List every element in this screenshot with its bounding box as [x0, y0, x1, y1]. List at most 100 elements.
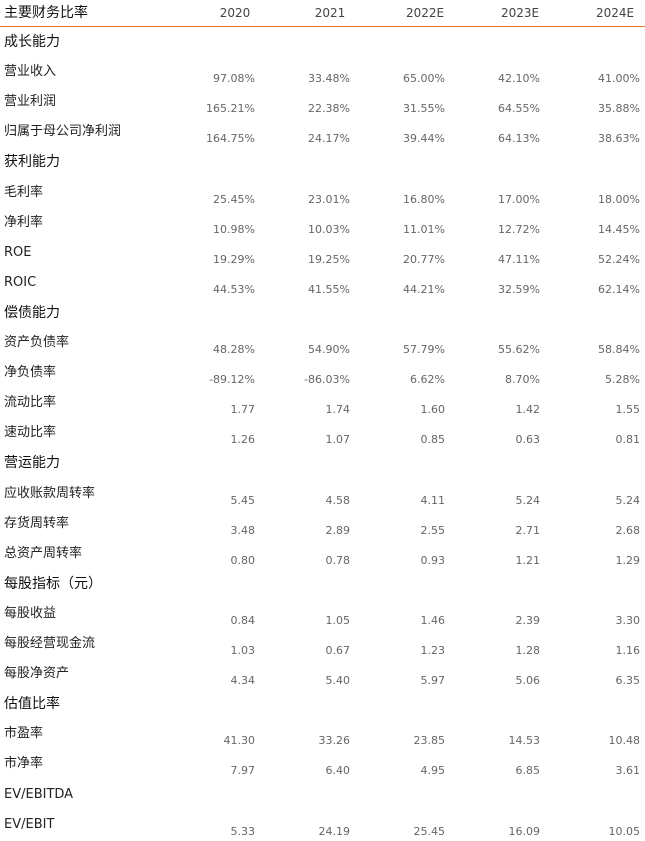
table-cell: 32.59%	[498, 282, 540, 296]
table-cell: 20.77%	[403, 252, 445, 266]
table-cell: 41.55%	[308, 282, 350, 296]
table-cell: 17.00%	[498, 192, 540, 206]
table-cell: 35.88%	[598, 102, 640, 116]
year-header-2020: 2020	[219, 6, 251, 20]
row-label: 总资产周转率	[4, 545, 83, 561]
row-label: ROIC	[4, 274, 37, 290]
table-cell: 1.55	[615, 403, 641, 417]
row-label: ROE	[4, 244, 32, 260]
table-cell: 0.81	[615, 433, 641, 447]
table-cell: 44.53%	[213, 282, 255, 296]
table-cell: 4.11	[420, 493, 446, 507]
table-cell: 5.33	[230, 824, 256, 838]
table-cell: 33.26	[318, 734, 351, 748]
table-cell: 55.62%	[498, 343, 540, 356]
section-label: 估值比率	[4, 696, 60, 713]
year-header-2024e: 2024E	[595, 6, 635, 20]
row-label: 市盈率	[4, 726, 44, 742]
table-cell: 3.48	[230, 523, 256, 537]
table-cell: 5.97	[420, 674, 446, 688]
row-label: 速动比率	[4, 425, 57, 441]
row-label: 资产负债率	[4, 335, 70, 350]
table-cell: 0.63	[515, 433, 541, 447]
row-label: 营业利润	[4, 94, 57, 110]
table-cell: 39.44%	[403, 132, 445, 146]
year-header-2023e: 2023E	[500, 6, 540, 20]
table-cell: 10.05	[608, 824, 641, 838]
row-label: 存货周转率	[4, 515, 70, 531]
table-cell: 1.46	[420, 613, 446, 627]
table-cell: 6.35	[615, 674, 641, 688]
section-label: 获利能力	[4, 154, 60, 171]
table-cell: 11.01%	[403, 222, 445, 236]
table-cell: 44.21%	[403, 282, 445, 296]
table-cell: 0.93	[420, 553, 446, 567]
table-cell: 2.71	[515, 523, 541, 537]
table-cell: 47.11%	[498, 252, 540, 266]
table-cell: 5.40	[325, 674, 351, 688]
table-header: 主要财务比率 2020 2021 2022E 2023E 2024E	[0, 0, 645, 27]
row-label: 每股收益	[4, 605, 57, 621]
table-cell: 6.62%	[410, 373, 445, 387]
table-cell: 57.79%	[403, 343, 445, 356]
table-cell: 23.85	[413, 734, 446, 748]
row-label: 流动比率	[4, 395, 57, 411]
table-cell: 0.80	[230, 553, 256, 567]
table-cell: 10.48	[608, 734, 641, 748]
section-label: 营运能力	[4, 455, 60, 472]
table-cell: 65.00%	[403, 72, 445, 86]
table-cell: 41.00%	[598, 72, 640, 86]
table-cell: 0.85	[420, 433, 446, 447]
row-label: 每股净资产	[4, 666, 70, 682]
table-cell: 5.24	[615, 493, 641, 507]
section-label: 偿债能力	[4, 304, 60, 321]
table-cell: 2.68	[615, 523, 641, 537]
table-cell: 3.61	[615, 764, 641, 778]
table-cell: 62.14%	[598, 282, 640, 296]
table-cell: 97.08%	[213, 72, 255, 86]
table-cell: 64.13%	[498, 132, 540, 146]
year-header-2022e: 2022E	[405, 6, 445, 20]
table-cell: 1.05	[325, 613, 351, 627]
row-label: 毛利率	[4, 184, 44, 200]
table-cell: 164.75%	[206, 132, 255, 146]
table-cell: 0.84	[230, 613, 256, 627]
table-cell: 1.29	[615, 553, 641, 567]
table-cell: 18.00%	[598, 192, 640, 206]
table-cell: 5.28%	[605, 373, 640, 387]
row-label: 市净率	[4, 756, 44, 772]
table-cell: 6.40	[325, 764, 351, 778]
row-label: 净负债率	[4, 365, 57, 381]
table-cell: 0.78	[325, 553, 351, 567]
table-cell: 12.72%	[498, 222, 540, 236]
table-cell: 14.45%	[598, 222, 640, 236]
table-cell: 1.74	[325, 403, 351, 417]
table-cell: 48.28%	[213, 343, 255, 356]
section-label: 成长能力	[4, 34, 60, 50]
table-cell: 58.84%	[598, 343, 640, 356]
table-cell: 52.24%	[598, 252, 640, 266]
table-cell: 1.60	[420, 403, 446, 417]
table-cell: 8.70%	[505, 373, 540, 387]
table-cell: 1.28	[515, 644, 541, 657]
table-cell: 19.29%	[213, 252, 255, 266]
table-cell: 1.77	[230, 403, 256, 417]
table-cell: 1.26	[230, 433, 256, 447]
table-cell: -89.12%	[209, 373, 255, 387]
table-cell: 54.90%	[308, 343, 350, 356]
table-cell: 16.80%	[403, 192, 445, 206]
table-cell: 16.09	[508, 824, 541, 838]
table-cell: 1.42	[515, 403, 541, 417]
table-cell: -86.03%	[304, 373, 350, 387]
row-label: 每股经营现金流	[4, 636, 96, 651]
table-cell: 25.45	[413, 824, 446, 838]
table-cell: 1.07	[325, 433, 351, 447]
table-cell: 3.30	[615, 613, 641, 627]
table-cell: 4.95	[420, 764, 446, 778]
row-label: 归属于母公司净利润	[4, 124, 122, 140]
table-cell: 0.67	[325, 644, 351, 657]
table-cell: 4.34	[230, 674, 256, 688]
table-title: 主要财务比率	[4, 5, 88, 21]
table-cell: 42.10%	[498, 72, 540, 86]
